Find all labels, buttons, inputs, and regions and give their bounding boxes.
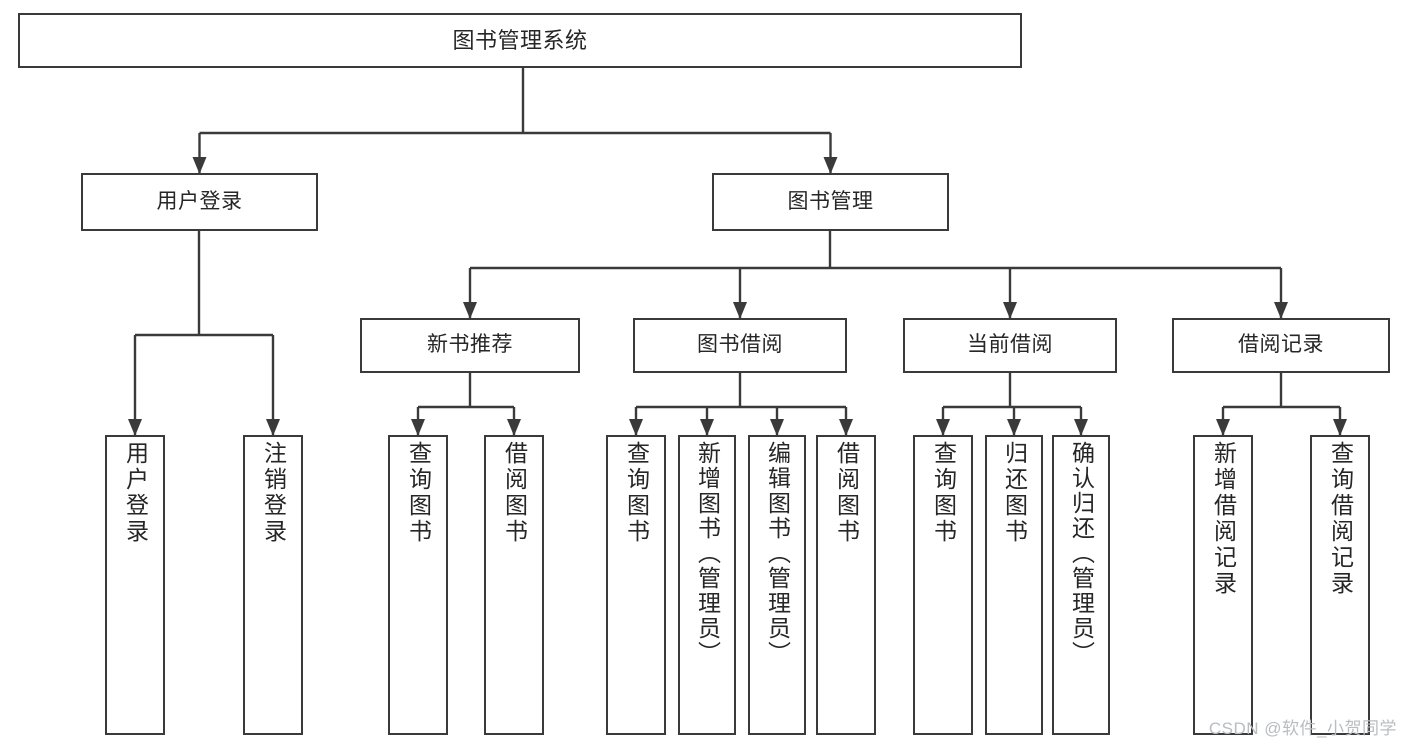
arrowhead-icon-leaf-rc-query xyxy=(1333,419,1347,436)
node-label: 编辑图书（管理员） xyxy=(764,441,791,666)
node-borrow[interactable]: 图书借阅 xyxy=(633,318,847,373)
arrowhead-icon-newbook xyxy=(463,302,477,319)
node-label: 当前借阅 xyxy=(967,333,1053,357)
node-leaf-user-logout[interactable]: 注销登录 xyxy=(243,435,303,735)
node-label: 新书推荐 xyxy=(427,333,513,357)
node-leaf-bw-add[interactable]: 新增图书（管理员） xyxy=(678,435,736,735)
node-label: 查询图书 xyxy=(623,441,650,545)
arrowhead-icon-borrow xyxy=(733,302,747,319)
node-label: 查询图书 xyxy=(930,441,957,545)
node-label: 图书管理 xyxy=(787,189,874,213)
arrowhead-icon-leaf-bw-edit xyxy=(770,419,784,436)
node-label: 注销登录 xyxy=(260,441,287,545)
node-label: 确认归还（管理员） xyxy=(1068,441,1095,666)
arrowhead-icon-login xyxy=(192,157,207,174)
node-label: 新增图书（管理员） xyxy=(694,441,721,666)
arrowhead-icon-leaf-user-logout xyxy=(266,419,280,436)
node-label: 新增借阅记录 xyxy=(1210,441,1237,597)
arrowhead-icon-leaf-nb-query xyxy=(411,419,425,436)
node-leaf-cu-return[interactable]: 归还图书 xyxy=(985,435,1043,735)
node-leaf-user-login[interactable]: 用户登录 xyxy=(105,435,165,735)
arrowhead-icon-leaf-nb-borrow xyxy=(507,419,521,436)
node-root[interactable]: 图书管理系统 xyxy=(18,13,1022,68)
node-label: 查询借阅记录 xyxy=(1327,441,1354,597)
node-leaf-nb-borrow[interactable]: 借阅图书 xyxy=(484,435,544,735)
node-label: 借阅图书 xyxy=(501,441,528,545)
arrowhead-icon-current xyxy=(1003,302,1017,319)
node-leaf-nb-query[interactable]: 查询图书 xyxy=(388,435,448,735)
node-leaf-bw-query[interactable]: 查询图书 xyxy=(606,435,666,735)
arrowhead-icon-leaf-bw-add xyxy=(700,419,714,436)
node-label: 归还图书 xyxy=(1001,441,1028,545)
arrowhead-icon-bookmgmt xyxy=(823,157,838,174)
node-login[interactable]: 用户登录 xyxy=(81,173,318,231)
node-label: 用户登录 xyxy=(156,189,243,213)
arrowhead-icon-leaf-bw-query xyxy=(629,419,643,436)
node-newbook[interactable]: 新书推荐 xyxy=(360,318,580,373)
node-label: 借阅图书 xyxy=(833,441,860,545)
csdn-watermark: CSDN @软件_小贺同学 xyxy=(1208,719,1397,738)
node-label: 图书管理系统 xyxy=(452,27,588,53)
node-leaf-rc-add[interactable]: 新增借阅记录 xyxy=(1193,435,1253,735)
node-leaf-cu-query[interactable]: 查询图书 xyxy=(913,435,973,735)
node-label: 用户登录 xyxy=(122,441,149,545)
arrowhead-icon-leaf-bw-borrow xyxy=(839,419,853,436)
node-label: 查询图书 xyxy=(405,441,432,545)
node-leaf-cu-confirm[interactable]: 确认归还（管理员） xyxy=(1052,435,1110,735)
arrowhead-icon-leaf-user-login xyxy=(128,419,142,436)
arrowhead-icon-leaf-rc-add xyxy=(1216,419,1230,436)
arrowhead-icon-records xyxy=(1274,302,1288,319)
arrowhead-icon-leaf-cu-return xyxy=(1007,419,1021,436)
arrowhead-icon-leaf-cu-confirm xyxy=(1074,419,1088,436)
node-leaf-bw-borrow[interactable]: 借阅图书 xyxy=(816,435,876,735)
node-current[interactable]: 当前借阅 xyxy=(903,318,1117,373)
node-label: 图书借阅 xyxy=(697,333,783,357)
node-label: 借阅记录 xyxy=(1238,333,1324,357)
arrowhead-icon-leaf-cu-query xyxy=(936,419,950,436)
node-records[interactable]: 借阅记录 xyxy=(1172,318,1390,373)
node-leaf-rc-query[interactable]: 查询借阅记录 xyxy=(1310,435,1370,735)
node-bookmgmt[interactable]: 图书管理 xyxy=(712,173,949,231)
node-leaf-bw-edit[interactable]: 编辑图书（管理员） xyxy=(748,435,806,735)
